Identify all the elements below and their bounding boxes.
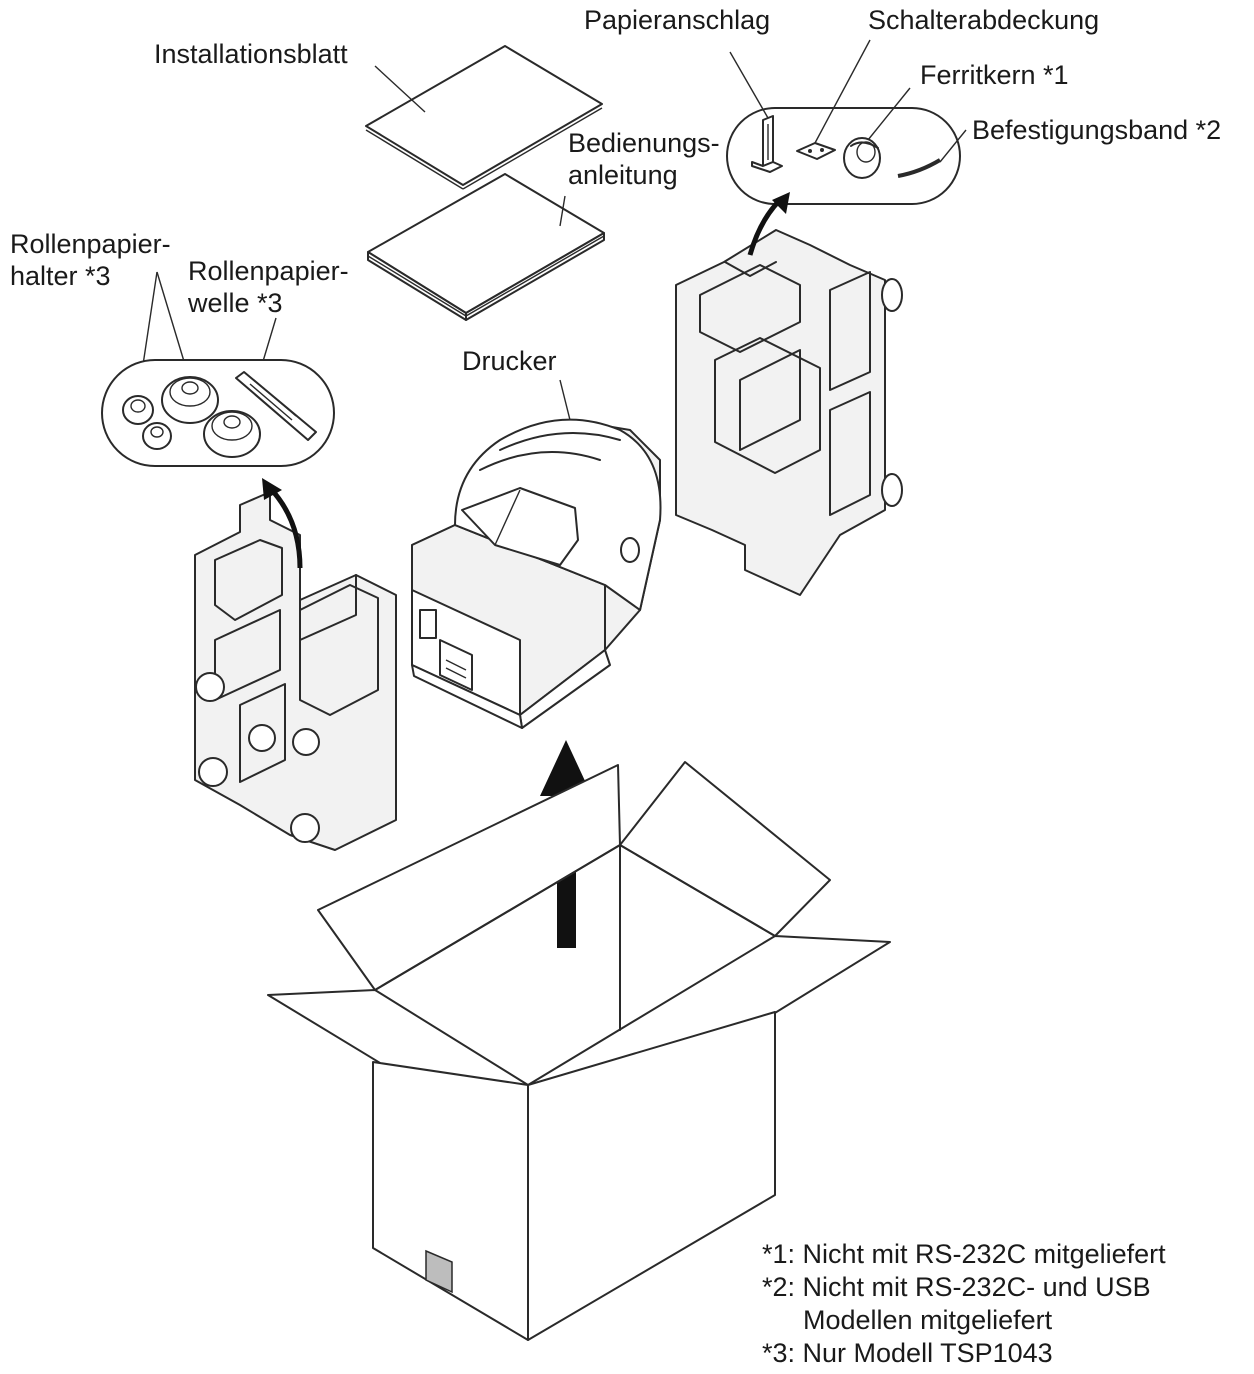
footnote-1: *1: Nicht mit RS-232C mitgeliefert	[762, 1239, 1166, 1269]
cable-tie	[897, 158, 942, 178]
roll-paper-holder-large-1	[161, 376, 219, 424]
roll-paper-holder-large-2	[203, 410, 261, 458]
printer	[411, 418, 662, 729]
user-manual	[367, 173, 605, 321]
roll-paper-shaft	[235, 371, 317, 441]
label-befestigungsband: Befestigungsband *2	[972, 115, 1222, 145]
paper-stopper	[751, 115, 783, 173]
roll-paper-capsule	[101, 359, 335, 467]
label-rollenpapierwelle-line2: welle *3	[188, 288, 283, 318]
label-rollenpapierhalter-line1: Rollenpapier-	[10, 229, 171, 259]
label-ferritkern: Ferritkern *1	[920, 60, 1069, 90]
left-foam-packing	[194, 478, 397, 851]
label-bedienungsanleitung-line1: Bedienungs-	[568, 128, 720, 158]
right-foam-packing	[675, 192, 903, 596]
footnote-2-line1: *2: Nicht mit RS-232C- und USB	[762, 1272, 1151, 1302]
label-bedienungsanleitung-line2: anleitung	[568, 160, 678, 190]
label-papieranschlag: Papieranschlag	[584, 5, 771, 35]
footnotes: *1: Nicht mit RS-232C mitgeliefert *2: N…	[762, 1238, 1166, 1370]
roll-paper-holder-small-2	[142, 422, 172, 450]
shipping-box	[267, 761, 891, 1341]
label-drucker: Drucker	[462, 346, 557, 376]
footnote-2-line2: Modellen mitgeliefert	[803, 1305, 1053, 1335]
installation-sheet	[365, 45, 603, 190]
switch-cover	[796, 142, 836, 160]
roll-paper-holder-small-1	[122, 395, 154, 425]
label-rollenpapierhalter-line2: halter *3	[10, 261, 111, 291]
footnote-3: *3: Nur Modell TSP1043	[762, 1338, 1053, 1368]
label-rollenpapierwelle-line1: Rollenpapier-	[188, 256, 349, 286]
label-installationsblatt: Installationsblatt	[154, 39, 348, 69]
accessories-capsule	[726, 107, 961, 205]
label-schalterabdeckung: Schalterabdeckung	[868, 5, 1100, 35]
ferrite-core	[843, 137, 881, 179]
